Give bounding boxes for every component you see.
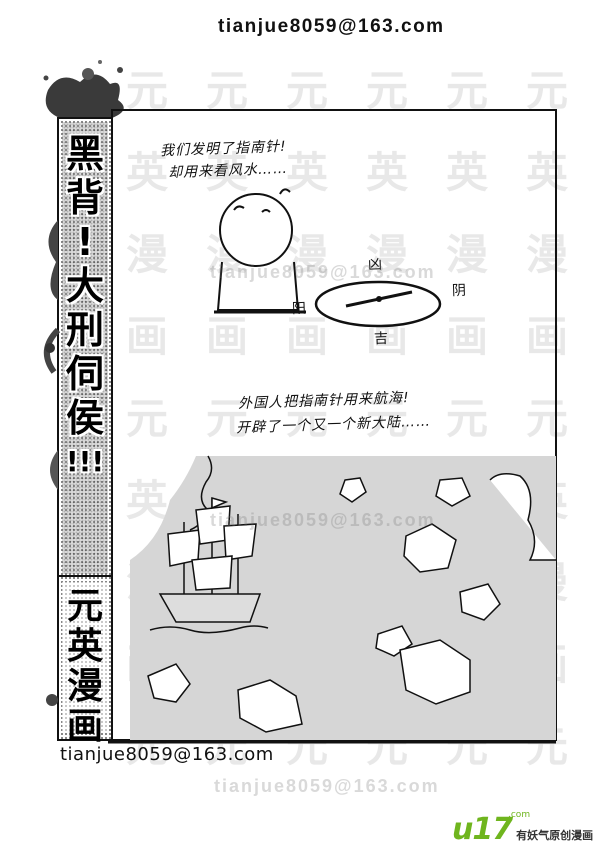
side-title: 黑 背 ! 大 刑 伺 侯 !!!: [62, 132, 108, 484]
brand-logo[interactable]: u17 .com 有妖气原创漫画: [452, 810, 594, 847]
side-title-char: 刑: [65, 308, 104, 352]
panel1-line2: 却用来看风水……: [167, 160, 289, 182]
u17-logo-icon: u17: [452, 812, 513, 847]
side-footer-char: 漫: [66, 665, 103, 707]
side-title-char: 伺: [65, 352, 104, 396]
character-figure: [214, 188, 306, 314]
footer-email: tianjue8059@163.com: [60, 744, 274, 765]
side-footer-char: 元: [66, 585, 103, 627]
side-footer-char: 英: [66, 625, 103, 667]
footer-faint-email: tianjue8059@163.com: [214, 776, 440, 796]
brand-tagline: 有妖气原创漫画: [516, 829, 594, 842]
compass-label-bottom: 吉: [373, 330, 390, 348]
header-email: tianjue8059@163.com: [218, 16, 445, 37]
side-footer-char: 画: [66, 705, 103, 747]
compass-label-right: 阴: [451, 282, 468, 300]
side-title-char: 背: [65, 176, 104, 220]
side-title-char: !: [76, 220, 94, 264]
side-title-char: 侯: [65, 396, 104, 440]
side-title-char: 大: [65, 264, 104, 308]
ink-splatter: [43, 60, 124, 118]
side-title-char: 黑: [65, 132, 104, 176]
side-footer: 元 英 漫 画: [62, 586, 108, 746]
inline-watermark-email: tianjue8059@163.com: [210, 262, 436, 282]
brand-domain: .com: [508, 810, 531, 820]
compass-icon: [314, 280, 442, 328]
compass-label-left: 阳: [291, 300, 308, 318]
inline-watermark-email: tianjue8059@163.com: [210, 510, 436, 530]
side-title-char: !!!: [65, 445, 105, 478]
sailing-ship: [149, 497, 269, 634]
